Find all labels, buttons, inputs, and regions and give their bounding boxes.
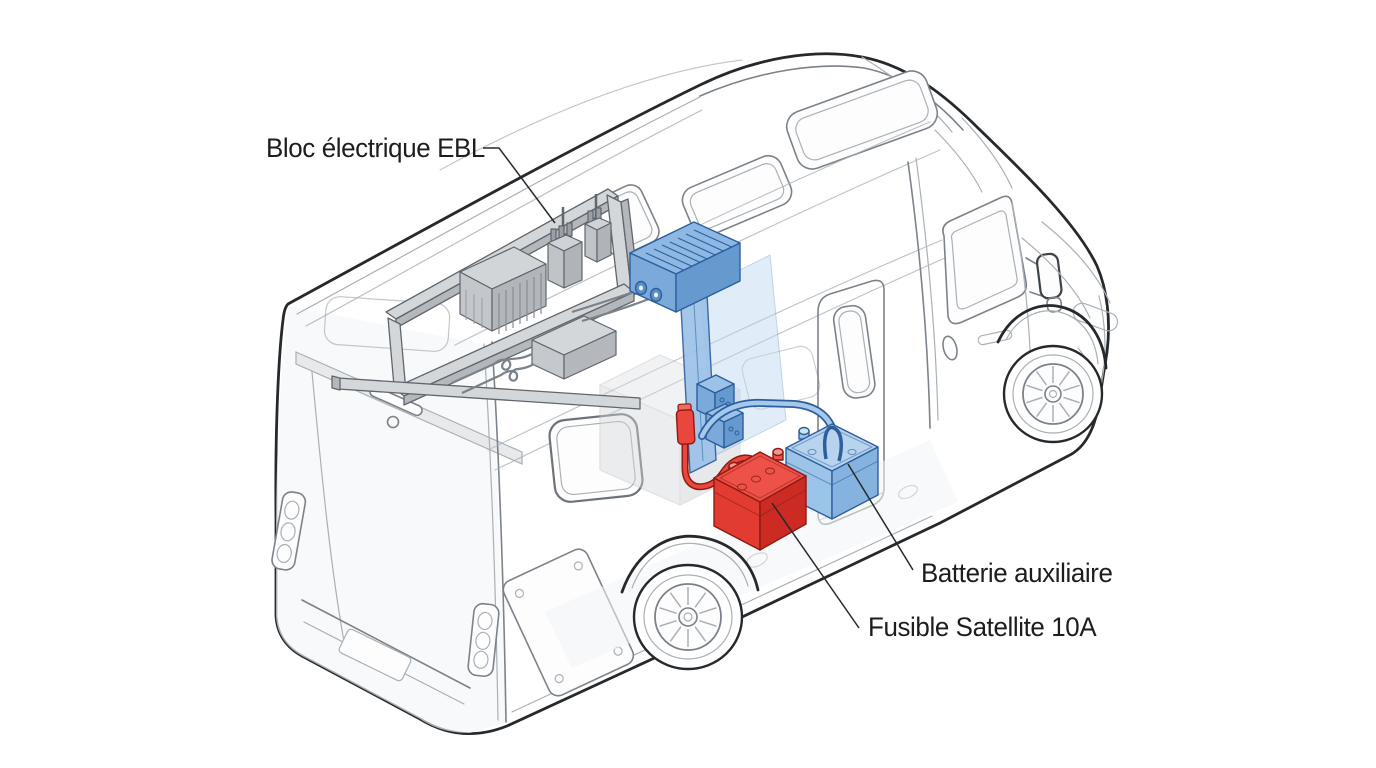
rack-components (451, 194, 650, 394)
ebl-input-wires (571, 289, 650, 323)
battery-handle (822, 425, 844, 462)
satellite-fuse-battery (713, 447, 807, 551)
battery-terminal (772, 447, 784, 457)
rear-wheel (632, 563, 744, 671)
skylight-front (785, 70, 939, 170)
headlight (1072, 302, 1119, 332)
fuel-cap (942, 335, 958, 361)
skylight-rear (681, 154, 793, 238)
side-mirror (1035, 252, 1063, 313)
side-window-lounge (548, 413, 644, 503)
leader-battery (847, 463, 914, 571)
relay-module-gray-2 (584, 194, 612, 263)
battery-terminal (798, 426, 810, 436)
tail-light-left (271, 491, 307, 571)
leader-lines (483, 147, 914, 629)
rear-face-shading (276, 306, 506, 733)
label-aux-battery: Batterie auxiliaire (921, 558, 1113, 588)
van-body (274, 52, 1110, 736)
rear-wheel-arch (620, 534, 760, 594)
ebl-assembly (629, 221, 787, 474)
ebl-unit (629, 221, 741, 313)
rear-lock (386, 415, 400, 429)
converter-wire-2 (461, 363, 535, 394)
rear-bumper-top (301, 599, 471, 689)
charger-unit (459, 246, 547, 334)
converter-wire-1 (451, 353, 533, 385)
front-wheel (1002, 344, 1104, 444)
door-window (832, 304, 876, 399)
satellite-fuse (675, 403, 696, 445)
door-handle (977, 329, 1013, 346)
label-ebl: Bloc électrique EBL (266, 133, 485, 163)
roof-skylights (681, 70, 939, 238)
rear-window (323, 296, 451, 352)
label-satellite-fuse: Fusible Satellite 10A (868, 612, 1097, 642)
tail-lights (271, 491, 500, 677)
tail-light-right (467, 602, 500, 677)
cab-body-pillar (907, 161, 931, 429)
converter-box (531, 315, 617, 380)
leader-fuse (771, 502, 860, 629)
roof-far-edge (439, 59, 743, 171)
front-wheel-arch (996, 304, 1108, 370)
rear-plate (338, 628, 412, 682)
relay-module-gray-1 (547, 207, 583, 289)
leader-ebl (483, 147, 556, 224)
